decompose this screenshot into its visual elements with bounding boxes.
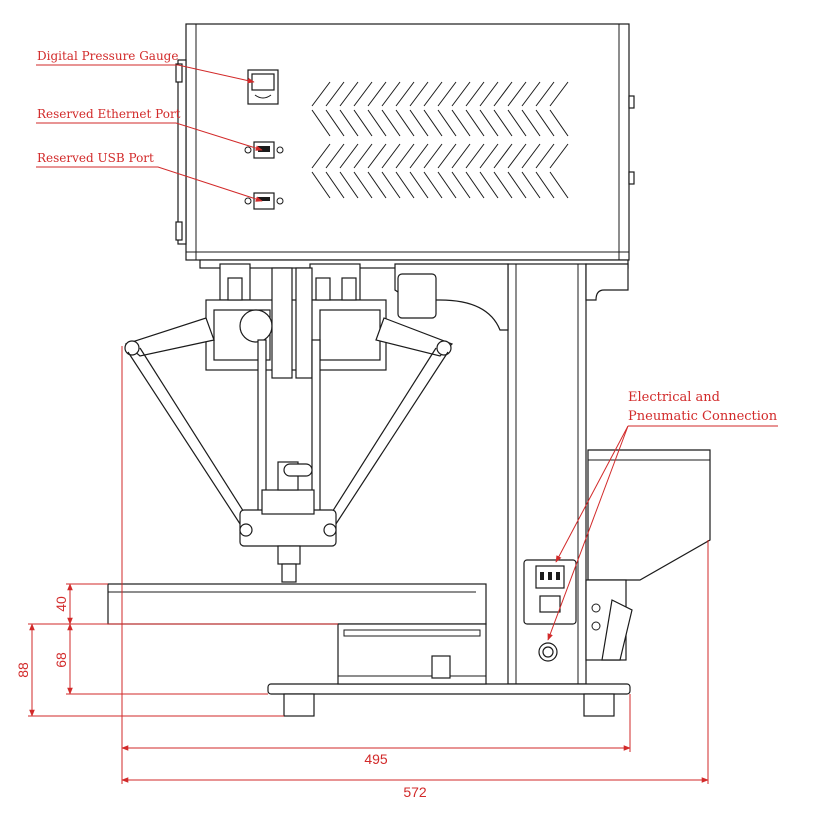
dimension-base-height: 68	[53, 623, 268, 695]
callout-electrical-line1: Electrical and	[628, 390, 720, 405]
ethernet-port-icon	[244, 141, 284, 159]
dimension-base-width: 495	[121, 346, 631, 784]
callout-reserved-ethernet-port-label: Reserved Ethernet Port	[37, 107, 181, 121]
dimension-base-height-label: 68	[53, 652, 69, 668]
dimension-base-width-label: 495	[364, 751, 388, 767]
callout-reserved-usb-port-label: Reserved USB Port	[37, 151, 154, 165]
pressure-gauge-icon	[247, 69, 279, 105]
delta-robot	[124, 263, 454, 583]
ventilation-grille	[311, 81, 569, 199]
dimension-total-lower-height-label: 88	[15, 662, 31, 678]
callout-digital-pressure-gauge: Digital Pressure Gauge	[36, 49, 255, 84]
dimension-platform-thickness: 40	[53, 583, 338, 625]
callout-digital-pressure-gauge-label: Digital Pressure Gauge	[37, 49, 178, 63]
robot-frame	[199, 259, 711, 717]
callout-electrical-pneumatic: Electrical and Pneumatic Connection	[547, 390, 778, 641]
work-platform	[107, 583, 487, 685]
dimension-overall-width-label: 572	[403, 784, 427, 800]
callout-electrical-line2: Pneumatic Connection	[628, 409, 778, 424]
callout-reserved-ethernet-port: Reserved Ethernet Port	[36, 107, 263, 151]
dimension-total-lower-height: 88	[15, 623, 284, 717]
dimension-overall-width: 572	[121, 540, 709, 800]
control-box	[175, 23, 635, 261]
callout-reserved-usb-port: Reserved USB Port	[36, 151, 263, 202]
dimension-platform-thickness-label: 40	[53, 596, 69, 612]
